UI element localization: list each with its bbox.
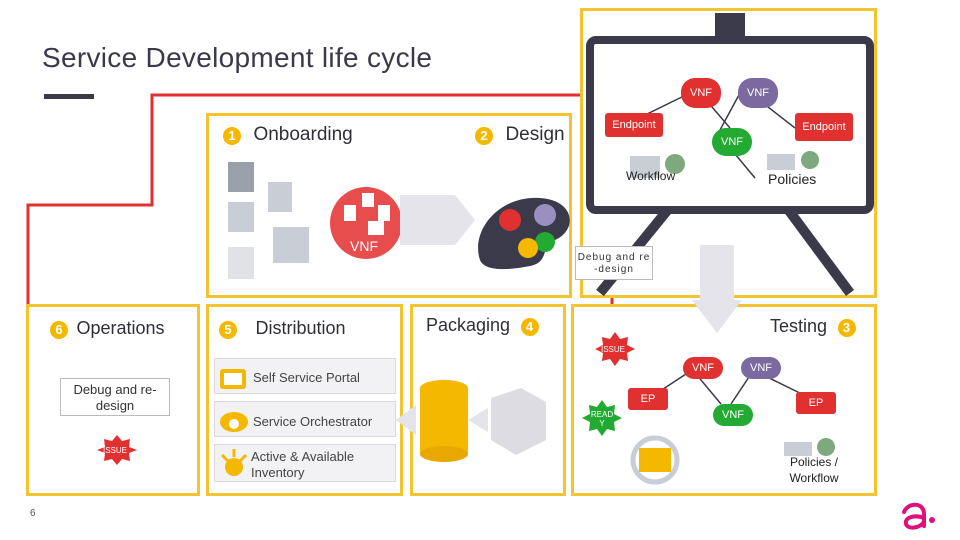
testing-ep-right: EP <box>796 392 836 414</box>
page-title: Service Development life cycle <box>42 42 433 73</box>
endpoint-node-left: Endpoint <box>605 113 663 137</box>
page-number: 6 <box>30 508 36 519</box>
policies-workflow-gear-icon <box>784 438 835 456</box>
distribution-number: 5 <box>219 321 237 339</box>
testing-ep-left: EP <box>628 388 668 410</box>
title-underline <box>44 94 94 99</box>
vnf-onboarding-circle <box>330 187 402 259</box>
operations-issue-badge <box>97 435 137 465</box>
operations-number: 6 <box>50 321 68 339</box>
ready-badge <box>582 400 622 436</box>
vnf-node-top-right: VNF <box>738 78 778 108</box>
testing-label: Testing <box>770 316 828 336</box>
endpoint-node-right: Endpoint <box>795 113 853 141</box>
testing-vnf-left: VNF <box>683 357 723 379</box>
policies-workflow-label: Policies / Workflow <box>789 455 839 485</box>
distribution-label: Distribution <box>255 318 346 338</box>
operations-debug-box: Debug and re-design <box>60 378 170 416</box>
onboarding-label: Onboarding <box>253 124 353 145</box>
design-header: 2 Design <box>475 124 565 146</box>
distribution-item-service-orchestrator: Service Orchestrator <box>214 401 396 437</box>
policies-label: Policies <box>768 171 817 187</box>
operations-header: 6 Operations <box>50 318 165 339</box>
document-icons <box>228 162 309 279</box>
design-number: 2 <box>475 127 493 145</box>
amdocs-logo-icon <box>902 502 935 530</box>
onboarding-number: 1 <box>223 127 241 145</box>
testing-vnf-bottom: VNF <box>713 404 753 426</box>
package-icons <box>396 380 546 462</box>
onboarding-header: 1 Onboarding <box>223 124 353 146</box>
testing-issue-label: ISSUE <box>601 345 626 354</box>
vnf-node-top-left: VNF <box>681 78 721 108</box>
distribution-item-inventory: Active & Available Inventory <box>214 444 396 482</box>
vnf-onboarding-label: VNF <box>350 238 378 254</box>
testing-issue-badge <box>595 332 635 366</box>
debug-redesign-box: Debug and re -design <box>575 246 653 280</box>
operations-label: Operations <box>76 318 165 338</box>
orchestrator-icon <box>220 412 248 432</box>
vnf-node-middle: VNF <box>712 128 752 156</box>
portal-icon <box>220 369 246 389</box>
cycle-gear-icon <box>630 435 680 485</box>
policies-gear-icon <box>765 150 830 172</box>
flow-arrow-icon <box>400 195 475 245</box>
distribution-item-self-service-portal: Self Service Portal <box>214 358 396 394</box>
workflow-label: Workflow <box>626 169 676 183</box>
design-label: Design <box>505 124 565 145</box>
testing-vnf-right: VNF <box>741 357 781 379</box>
distribution-header: 5 Distribution <box>219 318 346 339</box>
testing-header: Testing 3 <box>770 316 856 337</box>
packaging-header: Packaging 4 <box>426 315 539 336</box>
packaging-label: Packaging <box>426 315 511 335</box>
ready-label: READ Y <box>590 410 614 428</box>
testing-number: 3 <box>837 319 856 337</box>
operations-issue-label: ISSUE <box>103 446 128 455</box>
packaging-number: 4 <box>520 318 539 336</box>
vnf-documents-icon <box>344 193 390 235</box>
folder-gear-icon <box>630 150 690 182</box>
down-arrow-icon <box>692 245 742 333</box>
palette-icon <box>478 197 570 270</box>
inventory-icon <box>220 449 248 476</box>
